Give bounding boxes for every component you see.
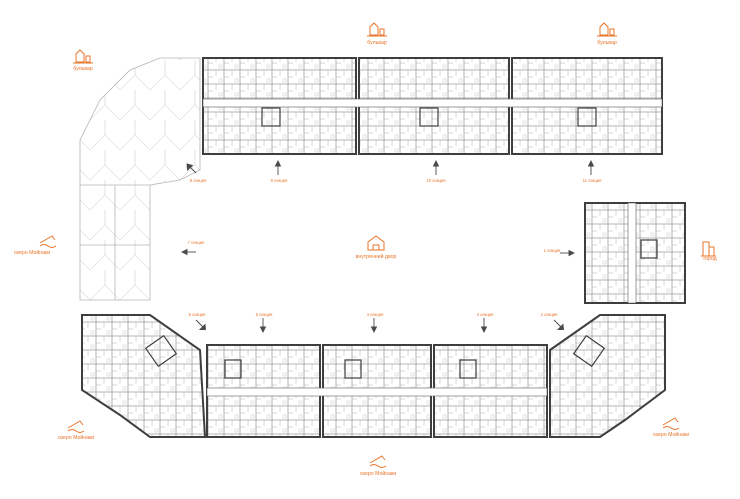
section-label-7: 7 секция	[187, 240, 205, 245]
top-wing	[202, 57, 663, 155]
lake-icon	[39, 235, 57, 248]
section-label-6: 6 секция	[188, 312, 206, 317]
city-icon	[701, 241, 716, 257]
section-label-10: 10 секция	[426, 178, 446, 183]
boulevard-label: бульвар	[597, 40, 617, 46]
existing-building	[79, 57, 201, 301]
southeast-corner	[549, 314, 666, 438]
boulevard-icon	[367, 22, 387, 37]
boulevard-icon	[597, 22, 617, 37]
section-label-3: 3 секция	[476, 312, 494, 317]
courtyard-label: внутренний двор	[355, 254, 397, 260]
section-label-8: 8 секция	[189, 178, 207, 183]
section-arrows	[180, 159, 595, 334]
lake-label: озеро Мойнаки	[57, 435, 95, 441]
section-label-1: 1 секция	[543, 248, 561, 253]
bottom-wing	[206, 344, 548, 438]
boulevard-label: бульвар	[73, 66, 93, 72]
section-label-11: 11 секция	[582, 178, 602, 183]
east-wing	[584, 202, 686, 304]
lake-icon	[67, 420, 85, 433]
lake-label: озеро Мойнаки	[359, 471, 397, 477]
section-label-2: 2 секция	[540, 312, 558, 317]
lake-icon	[662, 417, 680, 430]
boulevard-icon	[73, 49, 93, 64]
section-label-5: 5 секция	[255, 312, 273, 317]
lake-icon	[369, 455, 387, 468]
boulevard-label: бульвар	[367, 40, 387, 46]
southwest-corner	[81, 314, 207, 438]
lake-label: озеро Мойнаки	[652, 432, 690, 438]
section-label-9: 9 секция	[270, 178, 288, 183]
lake-label: озеро Мойнаки	[13, 250, 51, 256]
courtyard-icon	[367, 235, 385, 251]
city-label: город	[703, 256, 717, 262]
section-label-4: 4 секция	[366, 312, 384, 317]
